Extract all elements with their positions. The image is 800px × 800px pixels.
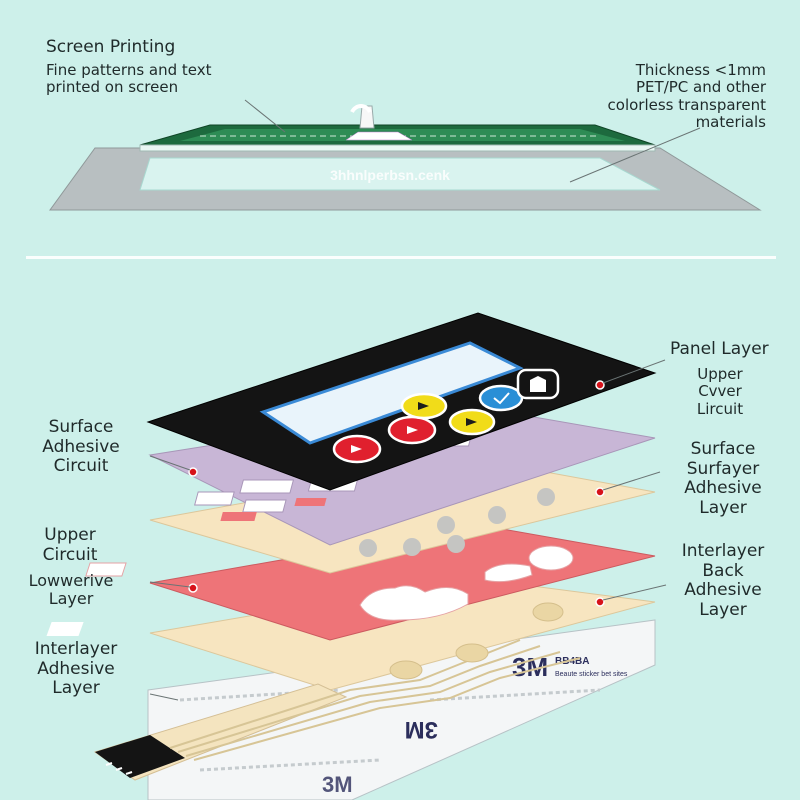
pointer-dot [595, 487, 605, 497]
blue-key [478, 384, 524, 412]
label-line: Layer [48, 589, 94, 609]
label-line: Layer [699, 599, 747, 620]
label-line: Adhesive [42, 436, 120, 457]
upper-cover-line: Cvver [698, 382, 742, 401]
label-line: Interlayer [681, 541, 765, 561]
screen-printing-title: Screen Printing [46, 37, 176, 57]
lowerive-layer-label: Lowwerive Layer [12, 571, 130, 609]
home-key [516, 368, 560, 400]
pointer-dot [188, 467, 198, 477]
display-window [259, 341, 524, 445]
label-line: Upper [44, 525, 96, 545]
label-line: Adhesive [684, 580, 762, 601]
brand-small-text: Beaute sticker bet sites [555, 671, 628, 678]
panel-layer-label: Panel Layer [670, 339, 769, 359]
screen-glass [139, 144, 656, 152]
screen-printing-desc-line: Fine patterns and text [46, 61, 212, 79]
label-line: Interlayer [34, 639, 118, 659]
label-line: Back [702, 560, 744, 581]
upper-circuit-label: Upper Circuit [14, 525, 126, 565]
adhesive-backing-sheet: 3M BB4BA Beaute sticker bet sites 3M 3M [147, 619, 656, 800]
label-line: Lowwerive [28, 571, 114, 590]
pointer-dot [595, 380, 605, 390]
interlayer-adhesive-layer-label: Interlayer Adhesive Layer [14, 639, 138, 699]
screen-printing-description: Fine patterns and text printed on screen [46, 61, 212, 97]
thickness-line: colorless transparent [607, 95, 766, 114]
thickness-line: PET/PC and other [636, 78, 766, 97]
upper-cover-line: Upper [697, 365, 743, 383]
red-key-left [332, 434, 382, 464]
upper-cover-label: Upper Cvver Lircuit [690, 365, 750, 418]
label-leader-lines [149, 359, 667, 701]
squeegee-icon [345, 104, 413, 141]
thickness-line: Thickness <1mm [635, 61, 766, 79]
leader-screen-printing [244, 99, 286, 133]
yellow-key-bottom [448, 408, 496, 436]
brand-3m-partial-text: 3M [322, 772, 353, 797]
screen-printing-desc-line: printed on screen [46, 78, 179, 97]
surface-adhesive-circuit-label: Surface Adhesive Circuit [22, 417, 140, 477]
thickness-line: materials [695, 112, 766, 131]
label-line: Circuit [53, 456, 109, 477]
label-line: Surfayer [686, 458, 760, 479]
label-line: Surface [48, 417, 114, 437]
label-line: Circuit [42, 544, 98, 565]
label-line: Layer [699, 497, 747, 518]
thickness-note: Thickness <1mm PET/PC and other colorles… [607, 61, 766, 131]
label-line: Surface [690, 439, 756, 459]
substrate-sheet [139, 157, 661, 191]
label-line: Adhesive [684, 478, 762, 499]
screen-printing-illustration: 3hhnlperbsn.cenk [49, 99, 762, 211]
label-line: Adhesive [37, 658, 115, 679]
pointer-dot [595, 597, 605, 607]
label-line: Layer [52, 678, 100, 699]
interlayer-back-adhesive-layer-label: Interlayer Back Adhesive Layer [664, 541, 782, 620]
flex-tail-circuit [93, 602, 581, 781]
pointer-dot [188, 583, 198, 593]
red-key-right [387, 415, 437, 445]
brand-3m-mirrored-text: 3M [405, 716, 438, 743]
brand-code-text: BB4BA [555, 656, 589, 667]
substrate-print-text: 3hhnlperbsn.cenk [330, 167, 450, 183]
yellow-key-top [400, 392, 448, 420]
surface-surfayer-adhesive-layer-label: Surface Surfayer Adhesive Layer [664, 439, 782, 518]
section-divider [26, 256, 776, 259]
panel-layer [146, 312, 657, 491]
upper-cover-line: Lircuit [696, 399, 744, 418]
leader-thickness [569, 127, 701, 183]
